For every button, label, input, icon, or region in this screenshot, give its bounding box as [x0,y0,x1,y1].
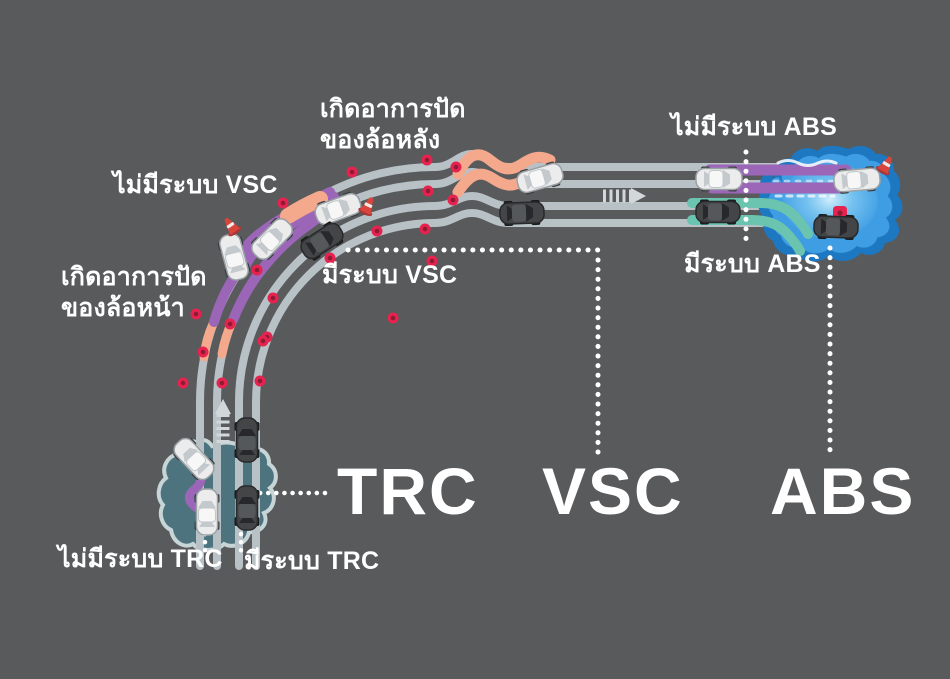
front-swerve-line2: ของล้อหน้า [61,294,185,322]
leader-lines [202,149,833,555]
with-trc-label: มีระบบ TRC [244,547,380,575]
abs-brake-trace [687,198,813,256]
car-no-trc-icon [193,488,221,536]
no-vsc-label: ไม่มีระบบ VSC [113,171,278,199]
car-with-trc-2-icon [233,485,261,531]
car-with-abs-braking-icon [695,198,741,226]
rear-swerve-line1: เกิดอาการปัด [320,95,466,123]
no-abs-label: ไม่มีระบบ ABS [671,113,838,141]
traffic-cone-icon [219,214,243,239]
puddle-foam [772,159,838,198]
front-swerve-label: เกิดอาการปัด ของล้อหน้า [61,262,207,324]
abs-title: ABS [770,454,916,528]
direction-arrow-up-icon [215,399,231,443]
front-swerve-line1: เกิดอาการปัด [61,263,207,291]
car-no-abs-puddle-icon [832,164,882,196]
no-trc-label: ไม่มีระบบ TRC [58,545,223,573]
direction-arrow-right-icon [603,188,646,204]
car-with-trc-1-icon [233,417,261,463]
with-abs-label: มีระบบ ABS [684,250,821,278]
rear-swerve-line2: ของล้อหลัง [320,126,441,154]
with-vsc-label: มีระบบ VSC [322,261,458,289]
trc-title: TRC [337,454,479,528]
rear-swerve-label: เกิดอาการปัด ของล้อหลัง [320,94,466,156]
vsc-title: VSC [542,454,684,528]
car-with-vsc-straight-icon [498,198,546,228]
car-with-abs-stopped-icon [812,212,860,242]
car-no-abs-braking-icon [695,165,743,193]
